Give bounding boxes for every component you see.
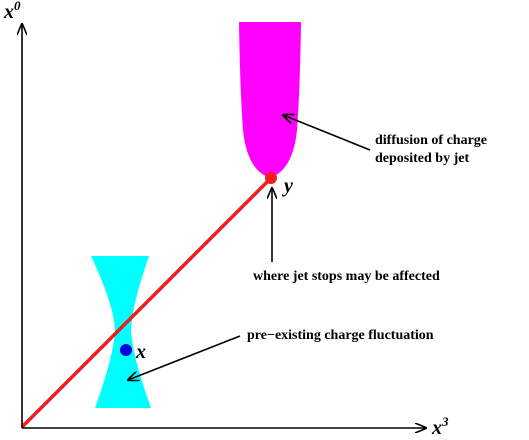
point-y-label: y <box>282 175 293 197</box>
jet-line <box>20 176 273 429</box>
fluctuation-region <box>91 256 151 408</box>
fluctuation-label: pre−existing charge fluctuation <box>247 328 434 343</box>
time-axis-label: x0 <box>3 0 21 23</box>
point-x-label: x <box>135 341 146 363</box>
diffusion-label-line2: deposited by jet <box>375 151 469 166</box>
fluctuation-arrow <box>128 335 241 380</box>
diffusion-label-line1: diffusion of charge <box>375 133 487 148</box>
diffusion-region <box>239 22 301 178</box>
point-x <box>120 344 132 356</box>
diffusion-arrow <box>283 115 371 151</box>
jet-stop-label: where jet stops may be affected <box>253 269 440 284</box>
space-axis-label: x3 <box>431 414 449 439</box>
point-y <box>265 172 277 184</box>
